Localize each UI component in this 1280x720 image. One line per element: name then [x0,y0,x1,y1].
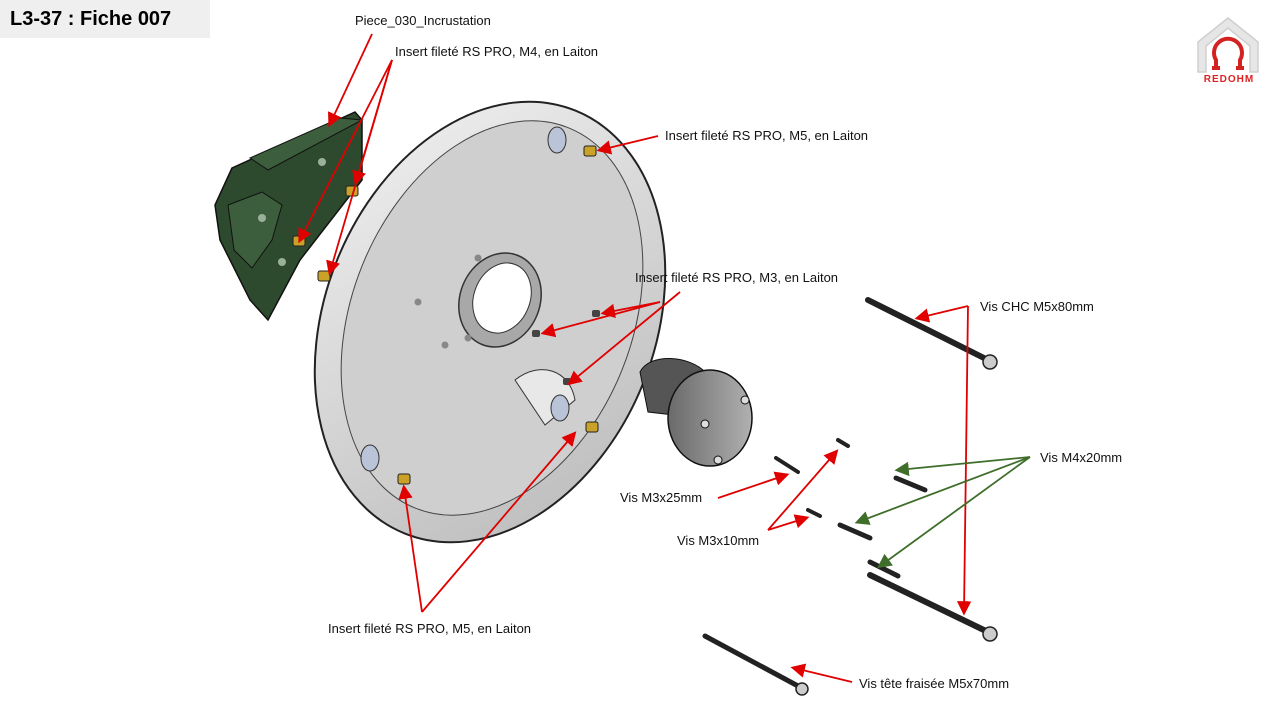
label-insert-m5-top: Insert fileté RS PRO, M5, en Laiton [665,128,869,143]
label-insert-m5-bottom: Insert fileté RS PRO, M5, en Laiton [328,621,532,636]
label-vis-m3x25: Vis M3x25mm [620,490,703,505]
red-arrows [298,33,972,683]
label-vis-m3x10: Vis M3x10mm [677,533,760,548]
label-vis-m4: Vis M4x20mm [1040,450,1123,465]
redohm-logo-icon [1197,17,1259,73]
green-arrows [854,456,1031,569]
label-vis-chc: Vis CHC M5x80mm [980,299,1094,314]
motor-part [639,358,753,467]
screws [702,297,998,696]
page-title: L3-37 : Fiche 007 [10,8,172,30]
label-vis-fraisee: Vis tête fraisée M5x70mm [859,676,1010,691]
incrustation-part [214,111,364,322]
label-incrustation: Piece_030_Incrustation [355,13,491,28]
label-insert-m3: Insert fileté RS PRO, M3, en Laiton [635,270,839,285]
label-insert-m4: Insert fileté RS PRO, M4, en Laiton [395,44,599,59]
logo-text: REDOHM [1203,74,1255,85]
title-box: L3-37 : Fiche 007 [0,0,210,38]
main-disc-part [313,100,667,544]
